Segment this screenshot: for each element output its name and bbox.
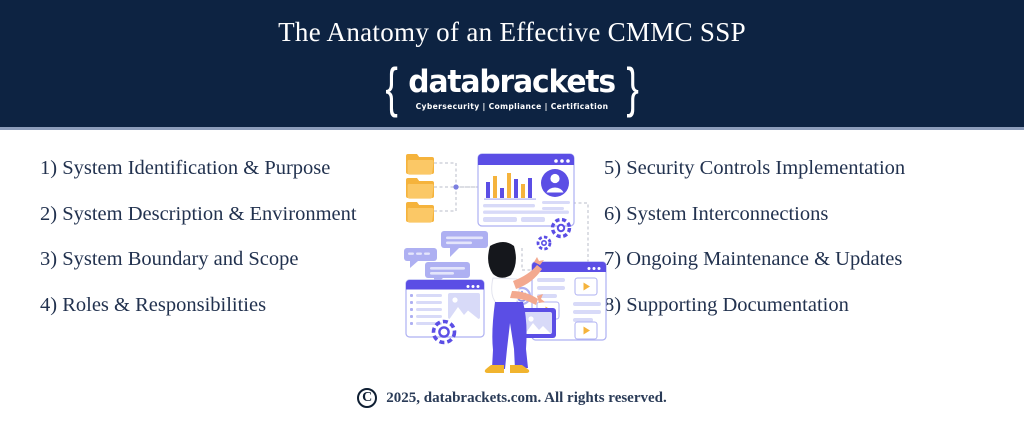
list-window [405,279,485,338]
target-icon [431,319,457,345]
gear-icon [550,217,572,239]
center-illustration [398,140,616,375]
folder-icon [406,154,434,175]
right-item-list: 5) Security Controls Implementation 6) S… [604,146,1004,328]
list-item: 7) Ongoing Maintenance & Updates [604,248,903,270]
person-figure [484,242,545,373]
play-button [574,277,598,296]
logo-center: databrackets Cybersecurity | Compliance … [401,66,622,111]
header-banner: The Anatomy of an Effective CMMC SSP { d… [0,0,1024,130]
folder-icon [406,178,434,199]
speech-bubble [441,231,488,257]
footer-text: 2025, databrackets.com. All rights reser… [386,389,667,406]
list-item: 4) Roles & Responsibilities [40,293,267,316]
list-item: 1) System Identification & Purpose [40,157,331,179]
left-item-list: 1) System Identification & Purpose 2) Sy… [40,146,440,328]
image-thumbnail [448,293,480,319]
footer: C 2025, databrackets.com. All rights res… [0,388,1024,408]
image-thumbnail [520,308,556,338]
list-item: 6) System Interconnections [604,202,829,225]
copyright-icon: C [357,388,378,408]
list-item: 8) Supporting Documentation [604,293,849,316]
play-button [574,321,598,340]
logo-box: { databrackets Cybersecurity | Complianc… [382,57,642,119]
logo-tagline: Cybersecurity | Compliance | Certificati… [415,101,609,111]
list-item: 2) System Description & Environment [40,202,357,225]
page-title: The Anatomy of an Effective CMMC SSP [278,17,746,47]
logo-wordmark: databrackets [408,63,617,100]
brand-logo: { databrackets Cybersecurity | Complianc… [0,57,1024,119]
folder-icon [406,202,434,223]
list-item: 3) System Boundary and Scope [40,248,299,270]
list-item: 5) Security Controls Implementation [604,157,906,179]
avatar [541,169,569,197]
left-brace-icon: { [385,57,398,119]
gear-icon [536,235,552,251]
dashboard-window [477,153,575,227]
right-brace-icon: } [626,57,639,119]
bar-chart [484,173,536,200]
speech-bubble [404,248,437,268]
